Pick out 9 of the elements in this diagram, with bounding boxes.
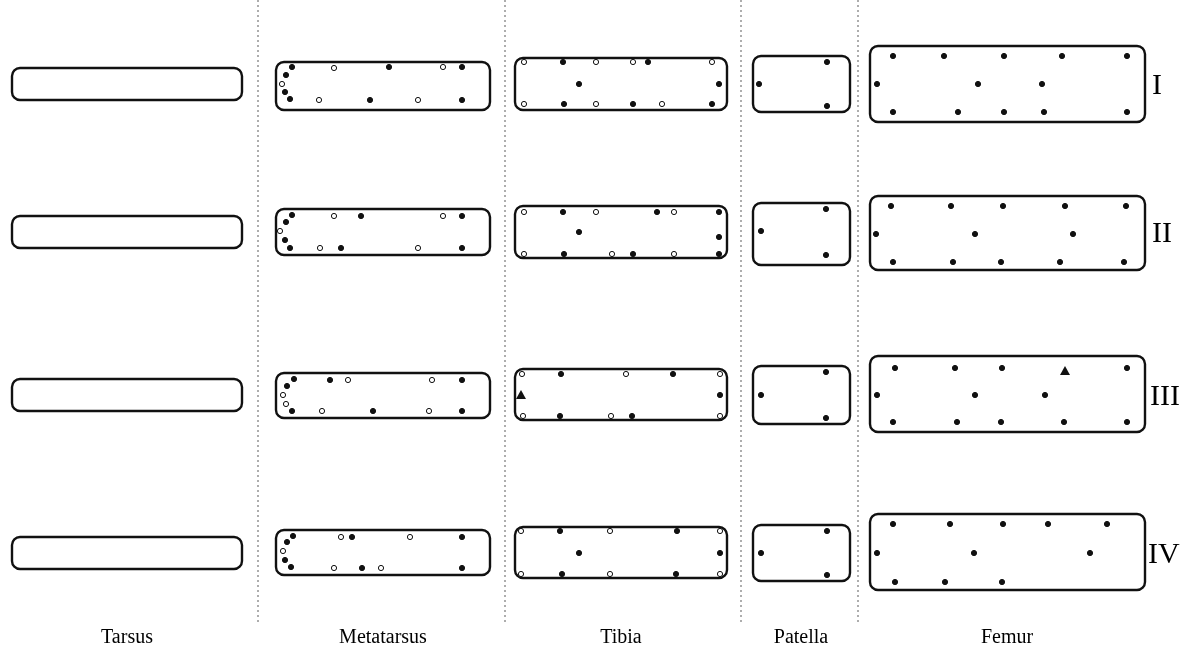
row-numeral: I xyxy=(1152,69,1162,99)
row-numeral: IV xyxy=(1148,538,1180,568)
row-numeral: III xyxy=(1150,380,1180,410)
row-numeral: II xyxy=(1152,217,1172,247)
segment-label: Tibia xyxy=(600,626,642,646)
segment-label: Tarsus xyxy=(101,626,153,646)
segment-label: Patella xyxy=(773,626,829,646)
segment-label: Metatarsus xyxy=(339,626,427,646)
segment-label: Femur xyxy=(980,626,1034,646)
